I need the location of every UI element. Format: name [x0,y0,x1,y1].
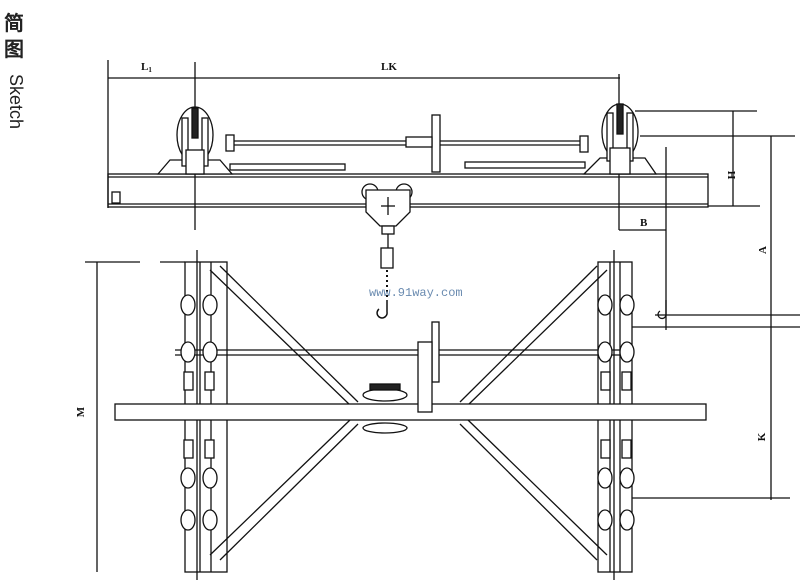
brake-disk [431,114,441,173]
end-box [111,191,121,204]
left-wheel-assembly [156,106,346,175]
plan-wheels [180,294,635,531]
plan-brake-disk [431,321,440,383]
dim-label-l1: L1 [141,61,152,74]
dim-label-lk: LK [381,61,397,73]
left-rail-plate [229,163,346,171]
right-wheel-assembly [464,103,658,175]
trolley-hoist [361,183,413,319]
main-beam-plan [114,403,707,421]
dim-label-k: K [756,432,768,441]
title-chinese: 简图 [4,11,24,61]
dim-label-a: A [757,246,769,254]
right-rail-plate [464,161,586,169]
elevation-view [107,60,800,500]
dim-label-m: M [75,406,87,417]
dim-label-b: B [640,217,648,229]
watermark: www.91way.com [369,286,463,300]
plan-view [85,250,790,580]
dim-label-h: H [725,171,737,180]
